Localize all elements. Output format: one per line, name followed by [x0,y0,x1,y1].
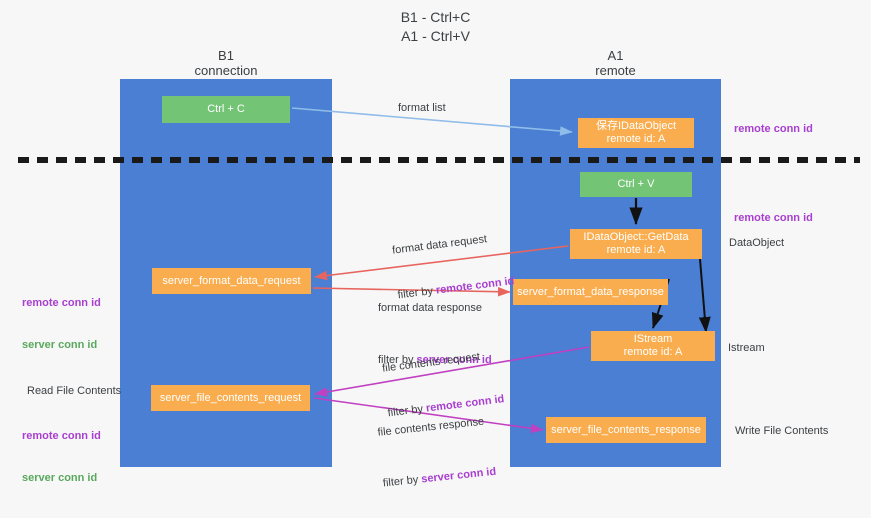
lane-b1-title-line1: B1 [218,48,234,63]
annotation-remote-conn-id-top: remote conn id [734,123,813,135]
box-save-idataobject[interactable]: 保存IDataObject remote id: A [578,118,694,148]
annotation-server-conn-id-1: server conn id [22,339,98,351]
annotation-remote-conn-id-mid: remote conn id [734,212,813,224]
lane-a1-title-line2: remote [595,63,636,78]
edge-label-file-contents-response: file contents response filter by server … [374,386,500,518]
box-ctrl-v[interactable]: Ctrl + V [580,172,692,197]
edge-label-format-data-response-filter: filter by server conn id [378,353,492,367]
annotation-remote-conn-id-1: remote conn id [22,297,101,309]
edge-label-format-data-response: format data response filter by server co… [378,273,492,395]
annotation-remote-conn-id-2: remote conn id [22,430,101,442]
box-server-file-contents-request[interactable]: server_file_contents_request [151,385,310,411]
annotation-server-conn-id-2: server conn id [22,472,98,484]
filter-prefix: filter by [378,354,417,366]
annotation-read-file-contents: Read File Contents [27,385,122,397]
filter-key-server-conn-id: server conn id [420,465,497,486]
annotation-left-conn-ids-1: remote conn id server conn id [22,268,101,380]
box-istream[interactable]: IStream remote id: A [591,331,715,361]
page-title-line1: B1 - Ctrl+C [400,9,471,25]
edge-label-format-data-response-text: format data response [378,302,482,314]
edge-label-file-contents-response-filter: filter by server conn id [382,465,497,491]
lane-b1-title-line2: connection [194,63,258,78]
edge-label-file-contents-request-text: file contents request [381,350,481,375]
page-title: B1 - Ctrl+C A1 - Ctrl+V [0,8,871,46]
edge-label-format-data-request-text: format data request [391,233,488,257]
annotation-left-conn-ids-2: remote conn id server conn id [22,401,101,513]
page-title-line2: A1 - Ctrl+V [401,28,470,44]
box-server-format-data-response[interactable]: server_format_data_response [513,279,668,305]
filter-key-server-conn-id: server conn id [416,354,492,366]
edge-label-file-contents-response-text: file contents response [377,415,485,439]
box-idataobject-getdata[interactable]: IDataObject::GetData remote id: A [570,229,702,259]
box-server-format-data-request[interactable]: server_format_data_request [152,268,311,294]
annotation-write-file-contents: Write File Contents [735,425,829,437]
filter-prefix: filter by [382,473,422,490]
annotation-istream: Istream [728,342,765,354]
annotation-dataobject: DataObject [729,237,785,249]
box-server-file-contents-response[interactable]: server_file_contents_response [546,417,706,443]
box-ctrl-c[interactable]: Ctrl + C [162,96,290,123]
edge-label-format-list: format list [398,102,446,114]
lane-a1-title-line1: A1 [607,48,624,63]
